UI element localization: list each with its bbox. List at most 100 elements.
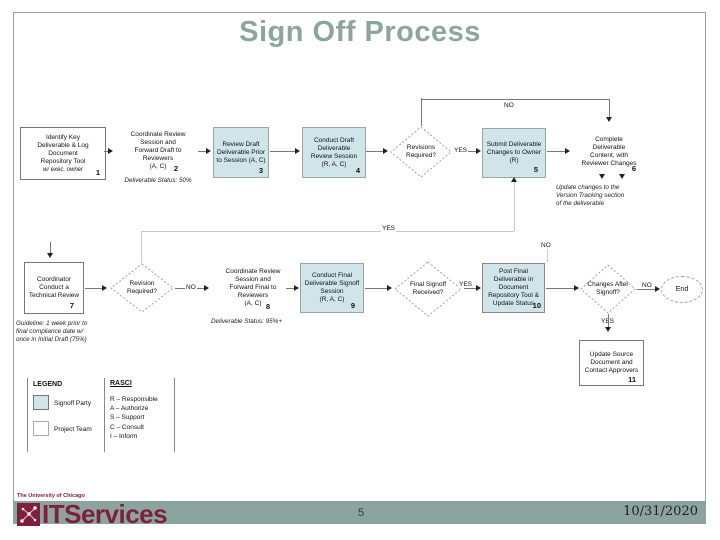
logo-university-label: The University of Chicago — [17, 493, 85, 499]
arrowhead-icon — [387, 285, 392, 291]
page-number: 5 — [358, 507, 365, 519]
note-update-version-tracking: Update changes to the Version Tracking s… — [556, 184, 625, 207]
arrowhead-icon — [204, 285, 209, 291]
edge-label-yes: YES — [381, 225, 397, 232]
step-number: 3 — [258, 166, 263, 175]
note-deliverable-status-95: Deliverable Status: 95%+ — [211, 318, 282, 325]
connector-line — [464, 288, 478, 289]
connector-line — [198, 151, 208, 152]
flow-step-2: Coordinate Review Session and Forward Dr… — [130, 131, 186, 173]
diamond-shape — [580, 264, 636, 314]
step-number: 6 — [631, 164, 636, 173]
connector-line — [609, 99, 610, 119]
decision-revision-required-2: Revision Required? — [110, 263, 174, 313]
connector-line — [421, 98, 422, 126]
legend-item-signoff-party: Signoff Party — [54, 400, 92, 407]
connector-line — [270, 151, 297, 152]
arrowhead-icon — [383, 148, 388, 154]
arrowhead-icon — [619, 174, 625, 179]
rasci-list: R – Responsible A – Authorize S – Suppor… — [110, 395, 158, 441]
connector-line — [365, 288, 389, 289]
connector-line — [637, 289, 657, 290]
flow-step-9: Conduct Final Deliverable Signoff Sessio… — [300, 263, 364, 313]
note-deliverable-status-50: Deliverable Status: 50% — [124, 177, 192, 184]
step-1-subnote: w/ exec. owner — [42, 166, 84, 173]
step-number: 10 — [532, 301, 541, 310]
note-guideline: Guideline: 1 week prior to final complia… — [16, 320, 88, 343]
logo-org-label: ITServices — [42, 499, 168, 529]
legend-item-project-team: Project Team — [54, 426, 92, 433]
connector-line — [546, 288, 576, 289]
arrowhead-icon — [599, 174, 605, 179]
legend-swatch-project — [33, 421, 49, 436]
arrowhead-icon — [476, 148, 481, 154]
rasci-item: R – Responsible — [110, 396, 158, 403]
connector-line — [608, 314, 609, 328]
itservices-logo-icon — [17, 503, 40, 526]
arrowhead-icon — [476, 285, 481, 291]
edge-label-yes: YES — [600, 318, 616, 325]
step-number: 4 — [355, 166, 360, 175]
edge-label-no: NO — [540, 242, 552, 249]
rasci-heading: RASCI — [110, 380, 132, 387]
flow-step-7: Coordinator Conduct a Technical Review 7 — [24, 262, 84, 314]
flow-step-11: Update Source Document and Contact Appro… — [579, 340, 644, 386]
slide-date: 10/31/2020 — [623, 504, 698, 519]
flow-step-8: Coordinate Review Session and Forward Fi… — [225, 268, 281, 311]
diamond-shape — [390, 126, 452, 178]
legend-divider — [104, 378, 105, 452]
arrowhead-icon — [655, 286, 660, 292]
decision-changes-after-signoff: Changes After Signoff? — [580, 264, 636, 314]
arrowhead-icon — [47, 253, 53, 258]
edge-label-no: NO — [503, 102, 515, 109]
end-node: End — [661, 276, 703, 303]
arrowhead-icon — [294, 285, 299, 291]
arrowhead-icon — [108, 148, 113, 154]
decision-revisions-required-1: Revisions Required? — [390, 126, 452, 178]
step-number: 1 — [95, 168, 100, 177]
page-title: Sign Off Process — [239, 16, 481, 48]
connector-line — [141, 231, 514, 232]
arrowhead-icon — [295, 148, 300, 154]
rasci-item: I – Inform — [110, 432, 138, 440]
logo-icon — [17, 503, 40, 526]
connector-line — [514, 181, 515, 231]
arrowhead-icon — [606, 117, 612, 122]
step-number: 7 — [69, 301, 74, 310]
edge-label-yes: YES — [458, 281, 474, 288]
rasci-item: A – Authorize — [110, 405, 149, 413]
flow-step-10: Post Final Deliverable in Document Repos… — [482, 263, 545, 313]
step-number: 2 — [173, 164, 178, 173]
flow-step-3: Review Draft Deliverable Prior to Sessio… — [213, 127, 269, 178]
connector-line — [421, 99, 609, 100]
flow-step-6: Complete Deliverable Content, with Revie… — [581, 135, 637, 173]
legend-heading: LEGEND — [33, 381, 63, 388]
connector-line — [547, 243, 548, 262]
rasci-item: C – Consult — [110, 423, 144, 431]
edge-label-yes: YES — [453, 147, 469, 154]
diamond-shape — [110, 263, 174, 313]
diamond-shape — [394, 261, 462, 317]
step-number: 11 — [628, 375, 636, 384]
arrowhead-icon — [511, 177, 517, 182]
connector-line — [85, 288, 104, 289]
arrowhead-icon — [574, 285, 579, 291]
flow-step-5: Submit Deliverable Changes to Owner (R) … — [482, 128, 546, 178]
rasci-item: S – Support — [110, 414, 145, 422]
connector-line — [366, 151, 385, 152]
edge-label-no: NO — [185, 284, 197, 291]
legend-swatch-signoff — [33, 395, 49, 410]
flow-step-4: Conduct Draft Deliverable Review Session… — [302, 127, 366, 178]
connector-line — [141, 231, 142, 263]
legend-divider — [27, 378, 28, 452]
step-number: 5 — [533, 165, 538, 174]
arrowhead-icon — [605, 327, 611, 332]
decision-final-signoff-received: Final Signoff Received? — [394, 261, 462, 317]
arrowhead-icon — [102, 285, 107, 291]
step-number: 8 — [265, 302, 270, 311]
legend-divider — [174, 378, 175, 452]
footer-band — [13, 501, 706, 524]
flow-step-1: Identify Key Deliverable & Log Document … — [20, 127, 106, 180]
connector-line — [286, 288, 296, 289]
step-number: 9 — [350, 301, 355, 310]
